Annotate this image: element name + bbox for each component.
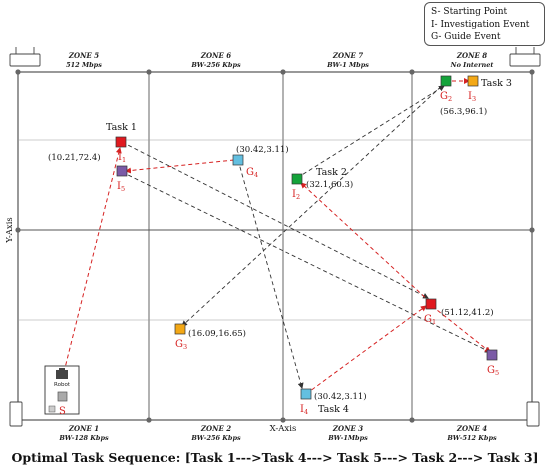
path-g1-to-g5: [431, 305, 491, 353]
zone-name: ZONE 2: [200, 424, 231, 433]
coordinate-label: (30.42,3.11): [314, 391, 367, 402]
path-i2-to-g2: [296, 85, 445, 179]
task-paths: [63, 78, 491, 395]
access-point-icon: [526, 401, 540, 427]
event-label-g3: G3: [175, 339, 187, 351]
zone-name: ZONE 5: [68, 51, 99, 60]
coordinate-label: (56.3,96.1): [440, 106, 487, 117]
caption: Optimal Task Sequence: [Task 1--->Task 4…: [11, 450, 539, 465]
zone-bandwidth: BW-256 Kbps: [190, 61, 241, 69]
grid-node: [409, 69, 415, 75]
event-label-i5: I5: [117, 181, 125, 193]
event-marker-g4: [232, 154, 244, 166]
event-marker-i4: [300, 388, 312, 400]
task-label: Task 1: [106, 122, 137, 133]
path-s-to-i1: [63, 147, 122, 373]
start-marker: [57, 391, 68, 402]
grid-node: [529, 227, 535, 233]
legend-item: G- Guide Event: [431, 32, 501, 42]
grid-node: [280, 417, 286, 423]
zone-bandwidth: 512 Mbps: [66, 61, 102, 69]
zone-grid: [17, 71, 533, 421]
start-point: Robot S: [44, 365, 80, 417]
zone-name: ZONE 4: [456, 424, 487, 433]
coordinate-label: (32.1,60.3): [306, 179, 353, 190]
grid-nodes: [15, 69, 535, 423]
grid-node: [146, 69, 152, 75]
coordinate-label: (30.42,3.11): [236, 144, 289, 155]
zone-bandwidth: BW-256 Kbps: [190, 434, 241, 442]
task-label: Task 2: [316, 167, 347, 178]
coordinate-label: (51.12,41.2): [441, 307, 494, 318]
zone-name: ZONE 7: [332, 51, 363, 60]
grid-node: [280, 69, 286, 75]
robot-dock: [48, 405, 56, 413]
event-label-g2: G2: [440, 91, 452, 103]
map-border: [17, 71, 533, 421]
path-g4-to-i4: [237, 159, 304, 389]
event-marker-i1: [115, 136, 127, 148]
grid-node: [146, 417, 152, 423]
zone-name: ZONE 6: [200, 51, 231, 60]
zone-map-diagram: ZONE 5 512 Mbps ZONE 6 BW-256 Kbps ZONE …: [5, 47, 541, 442]
access-point-icon: [9, 47, 41, 67]
path-g1-to-i2: [300, 182, 431, 303]
event-marker-g5: [486, 349, 498, 361]
zone-bandwidth: BW-128 Kbps: [58, 434, 109, 442]
event-marker-i5: [116, 165, 128, 177]
event-marker-g2: [440, 75, 452, 87]
path-i1-to-g1: [121, 141, 429, 299]
access-point-icon: [509, 47, 541, 67]
legend: S- Starting Point I- Investigation Event…: [424, 2, 545, 46]
event-marker-i3: [467, 75, 479, 87]
y-axis-label: Y-Axis: [5, 217, 15, 244]
legend-item: S- Starting Point: [431, 7, 508, 17]
coordinate-label: (10.21,72.4): [48, 152, 101, 163]
path-i4-to-g1: [305, 305, 427, 395]
robot-label: Robot: [54, 382, 71, 388]
event-label-i3: I3: [468, 91, 476, 103]
coordinate-label: (16.09,16.65): [188, 328, 246, 339]
start-label: S: [59, 406, 66, 417]
event-label-g5: G5: [487, 365, 499, 377]
x-axis-label: X-Axis: [270, 424, 297, 434]
grid-node: [529, 69, 535, 75]
event-label-i2: I2: [292, 189, 300, 201]
zone-bandwidth: BW-512 Kbps: [446, 434, 497, 442]
event-marker-g1: [425, 298, 437, 310]
zone-name: ZONE 1: [68, 424, 99, 433]
path-g4-to-i5: [125, 159, 235, 174]
zone-bandwidth: BW-1Mbps: [327, 434, 368, 442]
path-i5-to-g5: [121, 171, 491, 353]
event-label-g1: G1: [424, 314, 436, 326]
task-label: Task 4: [318, 404, 349, 415]
grid-node: [15, 69, 21, 75]
guide-paths: [121, 81, 491, 389]
legend-item: I- Investigation Event: [431, 19, 530, 30]
grid-node: [15, 227, 21, 233]
grid-node: [409, 417, 415, 423]
event-label-i4: I4: [300, 404, 308, 416]
event-marker-g3: [174, 323, 186, 335]
zone-name: ZONE 3: [332, 424, 363, 433]
event-label-g4: G4: [246, 167, 258, 179]
path-g2-to-g3: [181, 81, 447, 327]
access-point-icon: [9, 401, 23, 427]
robot-icon: [56, 370, 68, 379]
robot-head: [59, 368, 65, 371]
event-marker-i2: [291, 173, 303, 185]
zone-bandwidth: No Internet: [450, 61, 494, 69]
zone-bandwidth: BW-1 Mbps: [326, 61, 369, 69]
zone-name: ZONE 8: [456, 51, 487, 60]
event-label-i1: I1: [118, 152, 126, 164]
task-label: Task 3: [481, 78, 512, 89]
